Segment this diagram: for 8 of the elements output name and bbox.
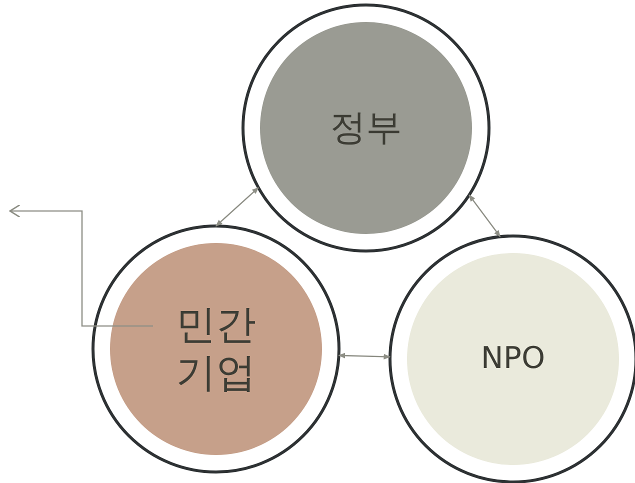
double-arrow (215, 187, 259, 226)
node-label: 정부 (329, 106, 403, 150)
circle-node (91, 224, 341, 474)
double-arrow (338, 352, 391, 360)
node-label: NPO (480, 341, 546, 377)
node-label: 민간 기업 (175, 301, 257, 397)
double-arrow (468, 194, 501, 238)
circle-node (241, 3, 491, 253)
